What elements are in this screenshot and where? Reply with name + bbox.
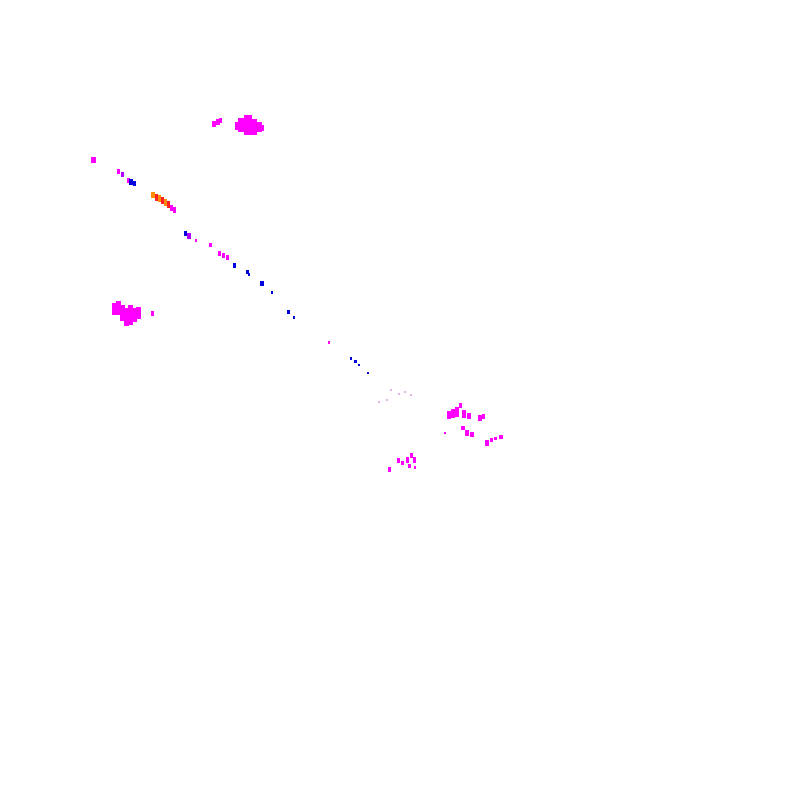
trail-point	[155, 194, 158, 201]
trail-point	[133, 181, 136, 186]
trail-point	[170, 205, 173, 211]
trail-point	[127, 178, 130, 183]
trail-point	[293, 316, 295, 319]
cluster-faint	[378, 389, 412, 403]
trail-point	[218, 251, 221, 256]
cluster-left	[112, 301, 154, 326]
trail-point	[164, 199, 167, 206]
trail-point	[195, 239, 197, 242]
trail-point	[358, 364, 360, 366]
diagonal-trail	[91, 157, 369, 374]
trail-point	[287, 310, 290, 314]
trail-point	[248, 273, 250, 276]
trail-point	[173, 207, 176, 213]
trail-point	[91, 157, 96, 163]
trail-point	[184, 231, 187, 236]
trail-point	[328, 341, 330, 344]
trail-point	[271, 291, 273, 294]
trail-point	[260, 281, 264, 286]
trail-point	[354, 360, 357, 363]
trail-point	[246, 270, 249, 274]
trail-point	[367, 372, 369, 374]
trail-point	[158, 195, 161, 202]
trail-point	[117, 169, 120, 174]
trail-point	[222, 253, 225, 258]
trail-point	[226, 255, 229, 260]
trail-point	[167, 201, 170, 208]
cluster-top	[212, 115, 264, 135]
trail-point	[161, 197, 164, 204]
cluster-top-blob	[212, 115, 264, 135]
cluster-right	[444, 403, 503, 446]
trail-point	[121, 172, 124, 177]
cluster-bottom	[388, 453, 416, 472]
trail-point	[233, 263, 236, 268]
trail-point	[350, 357, 352, 360]
trail-point	[187, 233, 191, 239]
trail-point	[129, 179, 133, 185]
trail-point	[151, 192, 155, 198]
trail-point	[209, 243, 212, 247]
